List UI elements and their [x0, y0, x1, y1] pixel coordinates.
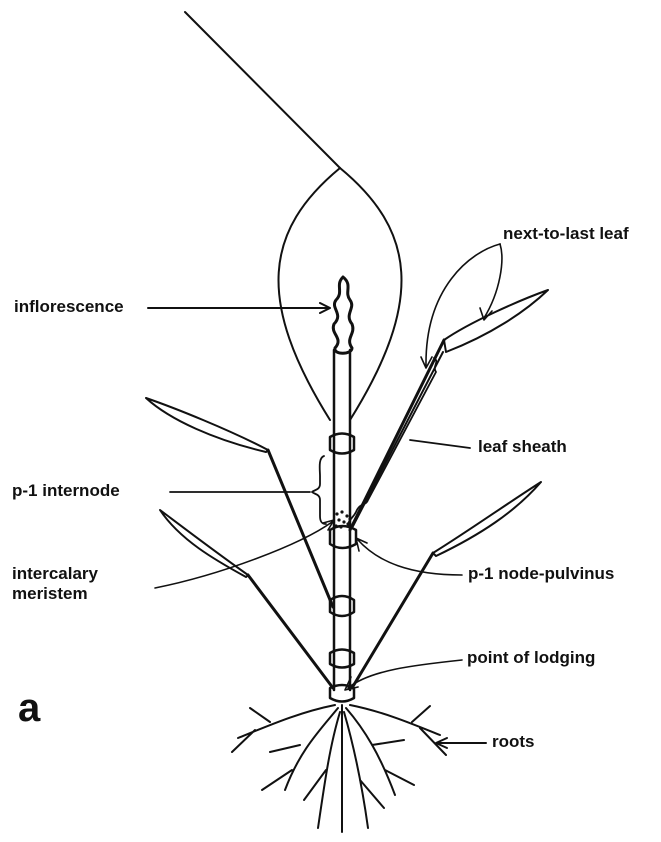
- label-point-of-lodging: point of lodging: [467, 648, 595, 668]
- next-to-last-leaf: [350, 290, 548, 530]
- label-leaf-sheath: leaf sheath: [478, 437, 567, 457]
- label-intercalary-meristem: intercalary meristem: [12, 564, 98, 603]
- leader-lines: [148, 244, 502, 748]
- main-stem: [334, 350, 350, 690]
- label-inflorescence: inflorescence: [14, 297, 124, 317]
- roots: [232, 705, 446, 832]
- label-p1-internode: p-1 internode: [12, 481, 120, 501]
- label-roots: roots: [492, 732, 535, 752]
- flag-leaf: [185, 12, 401, 420]
- label-next-to-last-leaf: next-to-last leaf: [503, 224, 629, 244]
- panel-letter: a: [18, 688, 40, 728]
- inflorescence-shape: [333, 277, 353, 353]
- label-p1-node-pulvinus: p-1 node-pulvinus: [468, 564, 614, 584]
- left-upper-leaf: [146, 398, 333, 607]
